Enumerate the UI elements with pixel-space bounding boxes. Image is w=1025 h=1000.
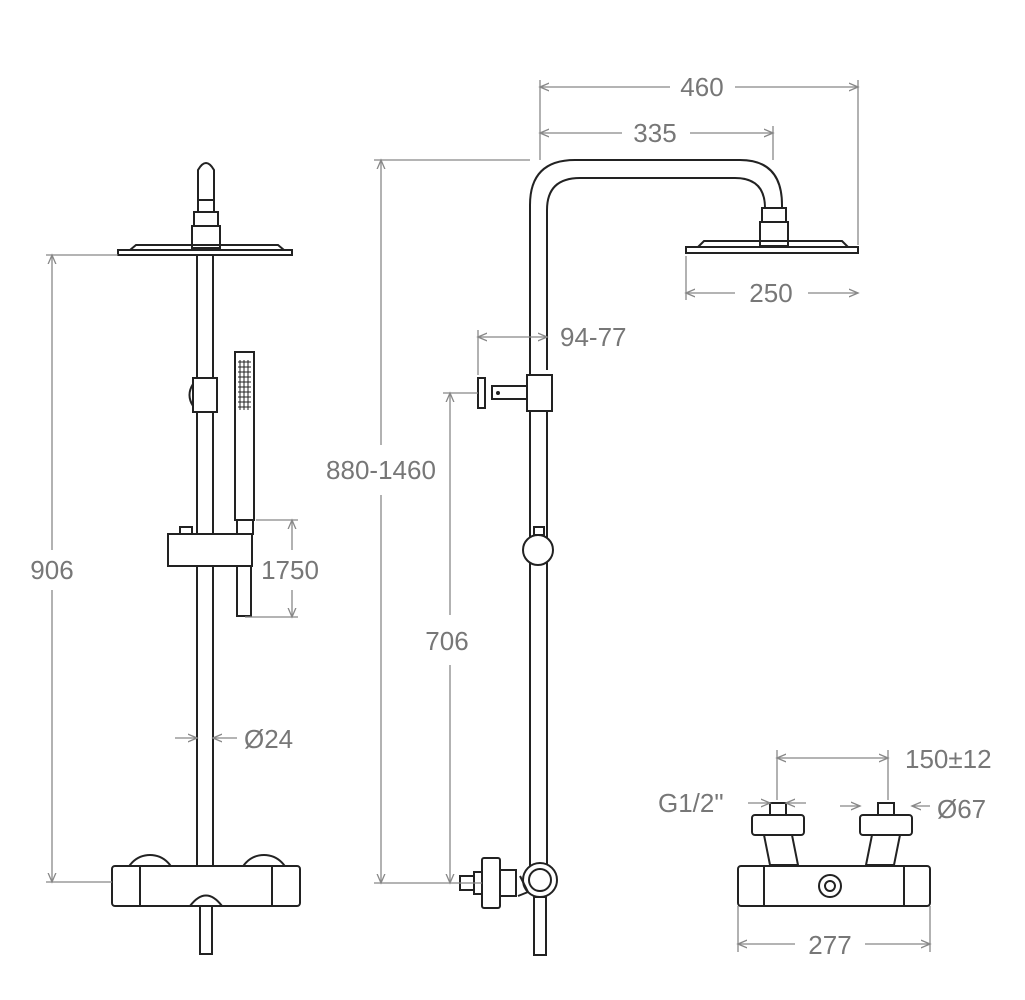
dim-wall-offset: 94-77 [560,322,627,352]
dim-head-diameter: 250 [749,278,792,308]
thermostat-detail [737,802,931,907]
wall-plate-bottom [481,857,501,909]
left-inlet [769,802,787,816]
wall-bracket-top [526,374,553,412]
top-nozzle [197,162,215,230]
right-inlet [877,802,895,816]
outlet-pipe [199,905,213,955]
dim-adjustable-height: 880-1460 [326,455,436,485]
slider-ball [522,534,554,566]
front-view-dimensions: 906 1750 Ø24 [30,255,319,882]
dim-holder-height: 1750 [261,555,319,585]
dim-escutcheon-diameter: Ø67 [937,794,986,824]
dim-overall-width: 460 [680,72,723,102]
shower-arm-inner [546,177,766,370]
thermostat-dimensions: 150±12 G1/2" Ø67 277 [658,744,992,960]
side-head-mount [759,221,789,247]
rain-head-top [129,244,285,251]
dim-bracket-spacing: 706 [425,626,468,656]
front-view [111,162,301,955]
shower-arm-outer [529,159,783,870]
side-riser [529,409,548,871]
side-rain-head [685,246,859,254]
hand-shower-holder [167,533,253,567]
dim-pipe-diameter: Ø24 [244,724,293,754]
slider-top [192,377,218,413]
side-view-dimensions: 460 335 250 94-77 880-1460 706 [326,72,858,883]
dim-inlet-thread: G1/2" [658,788,724,818]
hose [236,565,252,617]
side-view [459,159,859,956]
dim-inlet-spacing: 150±12 [905,744,992,774]
dim-thermostat-width: 277 [808,930,851,960]
side-outlet-pipe [533,896,547,956]
dim-total-height: 906 [30,555,73,585]
dim-arm-reach: 335 [633,118,676,148]
head-mount [191,225,221,249]
wall-plate-top [477,377,486,409]
